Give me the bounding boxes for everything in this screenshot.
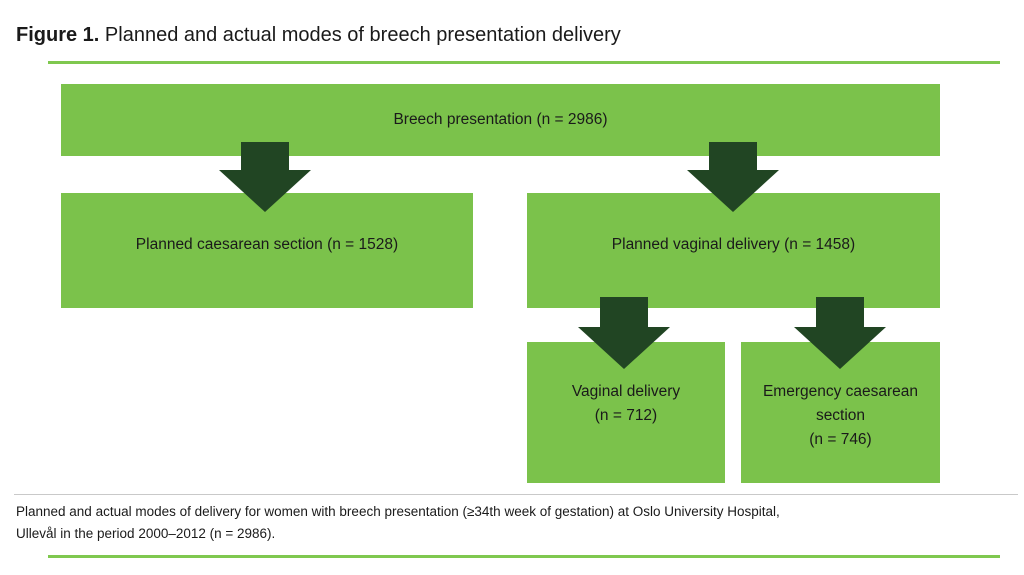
bottom-rule bbox=[48, 555, 1000, 558]
arrow-shaft bbox=[709, 142, 757, 171]
node-emergency-caesarean-line3: (n = 746) bbox=[809, 431, 872, 448]
node-vaginal-delivery-line2: (n = 712) bbox=[594, 407, 658, 424]
arrow-head bbox=[578, 327, 670, 369]
arrow-down-icon bbox=[794, 297, 886, 369]
arrow-shaft bbox=[816, 297, 864, 328]
figure-title-text: Planned and actual modes of breech prese… bbox=[99, 24, 621, 46]
arrow-head bbox=[219, 170, 311, 212]
figure-caption-line2: Ullevål in the period 2000–2012 (n = 298… bbox=[16, 526, 276, 541]
arrow-shaft bbox=[241, 142, 289, 171]
node-planned-vaginal-delivery: Planned vaginal delivery (n = 1458) bbox=[527, 193, 940, 308]
arrow-down-icon bbox=[578, 297, 670, 369]
arrow-down-icon bbox=[219, 142, 311, 212]
title-underline-rule bbox=[48, 61, 1000, 64]
arrow-shaft bbox=[600, 297, 648, 328]
figure-caption: Planned and actual modes of delivery for… bbox=[16, 501, 780, 545]
node-emergency-caesarean-line2: section bbox=[815, 407, 866, 424]
arrow-head bbox=[794, 327, 886, 369]
figure-caption-line1: Planned and actual modes of delivery for… bbox=[16, 504, 780, 519]
node-breech-presentation: Breech presentation (n = 2986) bbox=[61, 84, 940, 156]
node-vaginal-delivery: Vaginal delivery (n = 712) bbox=[527, 342, 725, 483]
node-vaginal-delivery-line1: Vaginal delivery bbox=[571, 383, 681, 400]
caption-divider bbox=[14, 494, 1018, 495]
figure-number-label: Figure 1. bbox=[16, 24, 100, 46]
node-breech-presentation-label: Breech presentation (n = 2986) bbox=[393, 111, 608, 128]
figure-title: Figure 1. Planned and actual modes of br… bbox=[16, 24, 621, 47]
node-planned-vaginal-label: Planned vaginal delivery (n = 1458) bbox=[611, 235, 856, 253]
arrow-down-icon bbox=[687, 142, 779, 212]
node-planned-caesarean-section: Planned caesarean section (n = 1528) bbox=[61, 193, 473, 308]
arrow-head bbox=[687, 170, 779, 212]
node-planned-caesarean-label: Planned caesarean section (n = 1528) bbox=[135, 235, 399, 253]
node-emergency-caesarean-line1: Emergency caesarean bbox=[762, 383, 919, 400]
